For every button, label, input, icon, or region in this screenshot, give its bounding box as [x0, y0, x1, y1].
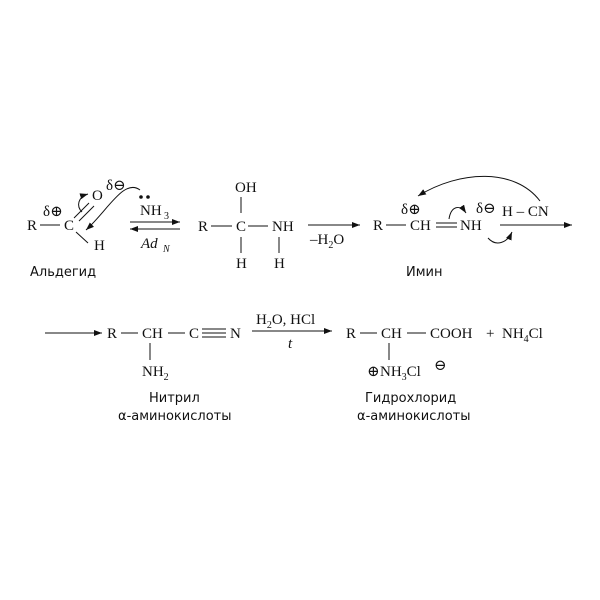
hcn-label: H – CN — [502, 204, 549, 220]
aminoalcohol-h2: H — [274, 256, 285, 272]
imine-nh: NH — [460, 218, 482, 234]
imine-caption: Имин — [406, 265, 442, 280]
product-nh3cl: NH3Cl — [380, 364, 421, 383]
aldehyde-oxygen: O — [92, 188, 103, 204]
product-plus: + — [486, 326, 494, 342]
aldehyde-hydrogen: H — [94, 238, 105, 254]
aminoalcohol-nh: NH — [272, 219, 294, 235]
nitrile-structure: R CH C N NH2 Нитрил α-аминокислоты — [107, 326, 241, 424]
product-caption-2: α-аминокислоты — [357, 409, 470, 424]
imine-structure: δ⊕ R CH NH δ⊖ Имин — [373, 201, 496, 280]
ammonia: NH 3 — [85, 187, 169, 231]
curved-arrow-imine — [448, 204, 467, 220]
product-charge-minus: ⊖ — [434, 358, 447, 374]
aminoalcohol-oh: OH — [235, 180, 257, 196]
lone-pair-dot-2 — [146, 195, 150, 199]
aminoalcohol-structure: OH R C NH H H — [198, 180, 294, 272]
aminoalcohol-c: C — [236, 219, 246, 235]
product-charge-plus: ⊕ — [367, 364, 380, 380]
hydrolysis-bottom-label: t — [288, 336, 293, 352]
nitrile-nh2: NH2 — [142, 364, 169, 383]
aldehyde-co-bond-1 — [73, 202, 90, 219]
curved-arrow-cn-attack — [417, 175, 541, 202]
product-caption-1: Гидрохлорид — [365, 391, 456, 406]
nitrile-caption-2: α-аминокислоты — [118, 409, 231, 424]
aldehyde-carbon: C — [64, 218, 74, 234]
nitrile-ch: CH — [142, 326, 163, 342]
nitrile-caption-1: Нитрил — [149, 391, 200, 406]
aldehyde-ch-bond — [75, 231, 89, 244]
product-r: R — [346, 326, 356, 342]
imine-r: R — [373, 218, 383, 234]
nitrile-r: R — [107, 326, 117, 342]
product-ch: CH — [381, 326, 402, 342]
aminoalcohol-h1: H — [236, 256, 247, 272]
aminoalcohol-r: R — [198, 219, 208, 235]
curved-arrow-n-attack — [85, 187, 141, 231]
ammonia-nh: NH — [140, 203, 162, 219]
addition-label: Ad — [140, 236, 158, 252]
hydrolysis-top-label: H2O, HCl — [256, 312, 315, 331]
nitrile-n: N — [230, 326, 241, 342]
product-structure: R CH COOH + NH4Cl ⊕ NH3Cl ⊖ Гидрохлорид … — [346, 326, 543, 424]
curved-arrow-h-transfer — [487, 231, 513, 244]
aldehyde-co-bond-2 — [78, 205, 95, 222]
aldehyde-caption: Альдегид — [30, 265, 96, 280]
dehydration-label: –H2O — [309, 232, 344, 251]
equilibrium-arrows: Ad N — [130, 219, 180, 255]
ammonia-sub: 3 — [164, 211, 169, 222]
hydrolysis-step: H2O, HCl t — [252, 312, 332, 352]
lone-pair-dot-1 — [139, 195, 143, 199]
product-nh4cl: NH4Cl — [502, 326, 543, 345]
nitrile-c: C — [189, 326, 199, 342]
curved-arrow-co — [78, 193, 89, 213]
product-cooh: COOH — [430, 326, 473, 342]
addition-label-sub: N — [162, 244, 171, 255]
hcn-step: H – CN — [417, 175, 572, 244]
aldehyde-structure: δ⊕ R C O δ⊖ H Альдегид — [27, 178, 126, 280]
imine-ch: CH — [410, 218, 431, 234]
aldehyde-delta-plus: δ⊕ — [43, 204, 63, 220]
dehydration-step: –H2O — [308, 222, 360, 251]
aldehyde-r: R — [27, 218, 37, 234]
imine-delta-plus: δ⊕ — [401, 202, 421, 218]
aldehyde-delta-minus: δ⊖ — [106, 178, 126, 194]
imine-delta-minus: δ⊖ — [476, 201, 496, 217]
